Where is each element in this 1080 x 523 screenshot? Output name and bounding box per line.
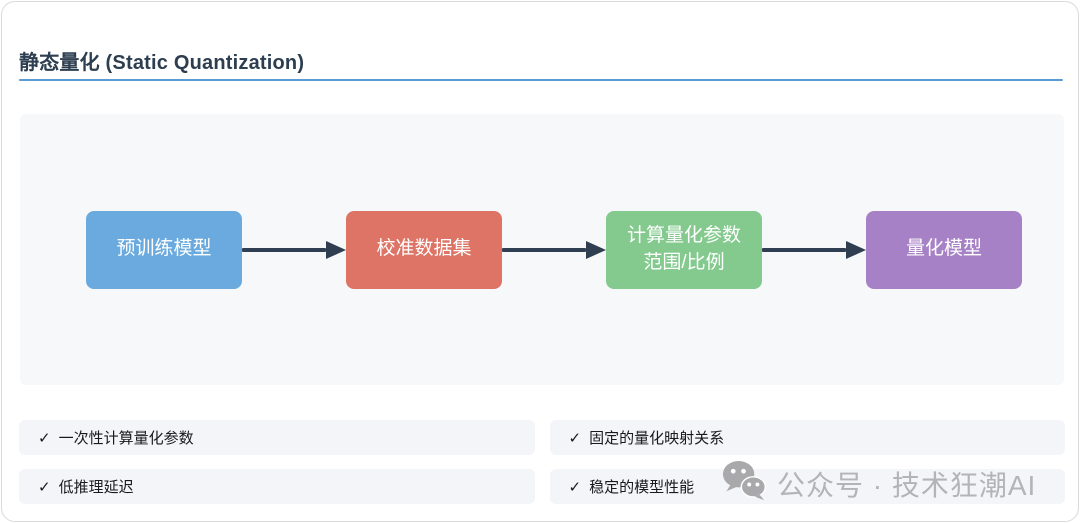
flow-arrow xyxy=(242,240,346,259)
page-title: 静态量化 (Static Quantization) xyxy=(19,52,305,74)
flow-arrow xyxy=(502,240,606,259)
feature-pill: ✓ 稳定的模型性能 xyxy=(549,469,1065,504)
check-icon: ✓ xyxy=(38,478,51,496)
flow-node-pretrained-model: 预训练模型 xyxy=(86,210,242,289)
feature-pill: ✓ 一次性计算量化参数 xyxy=(19,420,535,455)
flow-node-label-line: 计算量化参数 xyxy=(626,225,741,247)
check-icon: ✓ xyxy=(568,478,582,496)
wechat-icon xyxy=(721,458,768,510)
flow-node-label-line: 校准数据集 xyxy=(376,238,472,260)
feature-label: 固定的量化映射关系 xyxy=(589,430,725,447)
flow-arrow xyxy=(762,240,866,259)
feature-pill: ✓ 低推理延迟 xyxy=(19,469,535,504)
check-icon: ✓ xyxy=(568,429,582,447)
flow-node-label-line: 范围/比例 xyxy=(643,251,725,273)
flow-row: 预训练模型 校准数据集 计算量化参数 xyxy=(86,210,1022,289)
check-icon: ✓ xyxy=(38,429,51,447)
flow-node-label: 校准数据集 xyxy=(376,236,471,262)
arrow-head-icon xyxy=(846,240,866,259)
flow-node-calibration-dataset: 校准数据集 xyxy=(346,210,502,289)
flow-node-label-line: 量化模型 xyxy=(905,238,982,260)
features-grid: ✓ 一次性计算量化参数 ✓ 固定的量化映射关系 ✓ 低推理延迟 ✓ 稳定的模型性… xyxy=(19,420,1065,504)
flow-node-label-line: 预训练模型 xyxy=(116,238,212,260)
arrow-line xyxy=(242,247,326,252)
watermark-text: 公众号 · 技术狂潮AI xyxy=(777,470,1037,501)
feature-label: 低推理延迟 xyxy=(58,479,134,496)
flow-node-label: 预训练模型 xyxy=(116,236,211,262)
watermark: 公众号 · 技术狂潮AI xyxy=(721,458,1036,510)
arrow-head-icon xyxy=(326,240,346,259)
title-underline xyxy=(19,79,1063,81)
flow-node-label: 计算量化参数 范围/比例 xyxy=(627,223,741,275)
flow-node-compute-quant-params: 计算量化参数 范围/比例 xyxy=(606,210,762,289)
arrow-line xyxy=(762,247,846,252)
arrow-line xyxy=(502,247,586,252)
feature-pill: ✓ 固定的量化映射关系 xyxy=(549,420,1065,455)
flow-node-label: 量化模型 xyxy=(906,236,982,262)
feature-label: 稳定的模型性能 xyxy=(589,479,695,496)
arrow-head-icon xyxy=(586,240,606,259)
flow-diagram-panel: 预训练模型 校准数据集 计算量化参数 xyxy=(20,114,1064,385)
feature-label: 一次性计算量化参数 xyxy=(58,430,194,447)
flow-node-quantized-model: 量化模型 xyxy=(866,210,1022,289)
